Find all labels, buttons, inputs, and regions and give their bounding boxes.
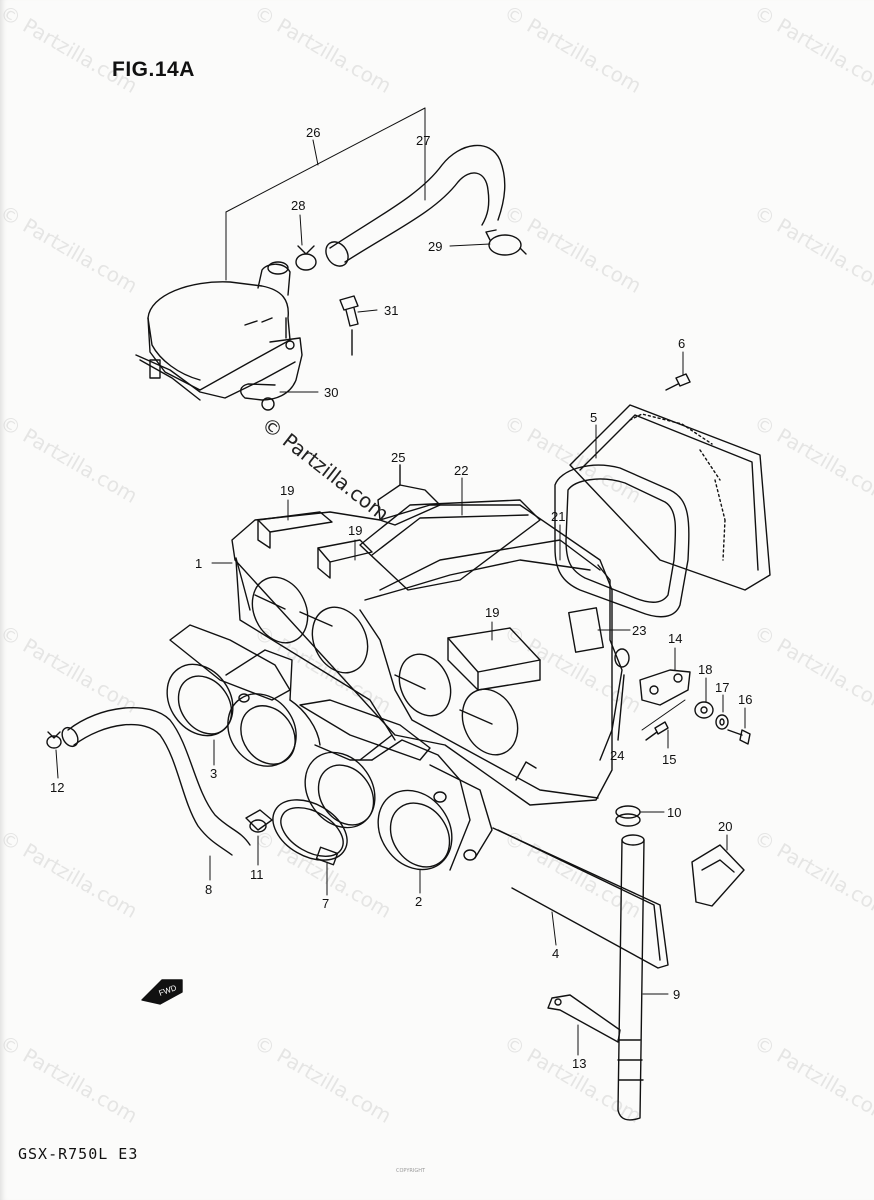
callout-13: 13 [572, 1056, 586, 1071]
clamp-11 [245, 809, 273, 833]
clamp-7 [272, 799, 348, 866]
callout-17: 17 [715, 680, 729, 695]
callout-25: 25 [391, 450, 405, 465]
bolt-16 [727, 729, 751, 745]
bracket-line-26 [225, 107, 426, 281]
clip-12 [46, 731, 62, 749]
air-filter-element [554, 404, 771, 618]
breather-cover [135, 261, 296, 401]
callout-24: 24 [610, 748, 624, 763]
callout-2: 2 [415, 894, 422, 909]
callout-15: 15 [662, 752, 676, 767]
grommet-24 [614, 648, 630, 741]
drain-tube-9 [617, 834, 645, 1121]
leader-24 [641, 699, 686, 731]
callout-14: 14 [668, 631, 682, 646]
air-cleaner-case [231, 464, 623, 806]
callout-23: 23 [632, 623, 646, 638]
leader-lines [55, 214, 746, 1056]
callout-19b: 19 [348, 523, 362, 538]
figure-title: FIG.14A [112, 58, 195, 81]
washer-17 [715, 714, 729, 730]
callout-30: 30 [324, 385, 338, 400]
callout-3: 3 [210, 766, 217, 781]
cushion-18 [694, 701, 714, 719]
bolt-31 [339, 295, 359, 356]
callout-20: 20 [718, 819, 732, 834]
callout-4: 4 [552, 946, 559, 961]
callout-26: 26 [306, 125, 320, 140]
callout-11: 11 [250, 867, 264, 882]
fwd-arrow-icon [141, 979, 183, 1005]
callout-28: 28 [291, 198, 305, 213]
callout-7: 7 [322, 896, 329, 911]
bracket-30 [240, 317, 303, 411]
copyright-note: COPYRIGHT [396, 1168, 426, 1174]
bracket-14 [639, 669, 691, 706]
callout-1: 1 [195, 556, 202, 571]
callout-19a: 19 [280, 483, 294, 498]
callout-9: 9 [673, 987, 680, 1002]
breather-hose [325, 144, 506, 267]
callout-21: 21 [551, 509, 565, 524]
callout-12: 12 [50, 780, 64, 795]
callout-31: 31 [384, 303, 398, 318]
drain-hose-8 [61, 707, 251, 856]
clamp-10 [615, 805, 641, 827]
callout-29: 29 [428, 239, 442, 254]
callout-6: 6 [678, 336, 685, 351]
screw-6 [665, 373, 691, 391]
callout-27: 27 [416, 133, 430, 148]
callout-16: 16 [738, 692, 752, 707]
damper-20 [691, 844, 745, 907]
model-code: GSX-R750L E3 [18, 1145, 139, 1163]
hose-clip-28 [295, 245, 317, 271]
intake-pipes [166, 624, 493, 871]
callout-5: 5 [590, 410, 597, 425]
callout-18: 18 [698, 662, 712, 677]
callout-22: 22 [454, 463, 468, 478]
clamp-13 [547, 994, 621, 1043]
callout-10: 10 [667, 805, 681, 820]
callout-8: 8 [205, 882, 212, 897]
bolt-15 [645, 721, 669, 741]
hose-clamp-29 [485, 229, 527, 256]
callout-19c: 19 [485, 605, 499, 620]
rod-4 [492, 827, 669, 969]
part-callouts: 1 2 3 4 5 6 7 8 9 10 11 12 13 14 15 16 1… [50, 125, 752, 1071]
